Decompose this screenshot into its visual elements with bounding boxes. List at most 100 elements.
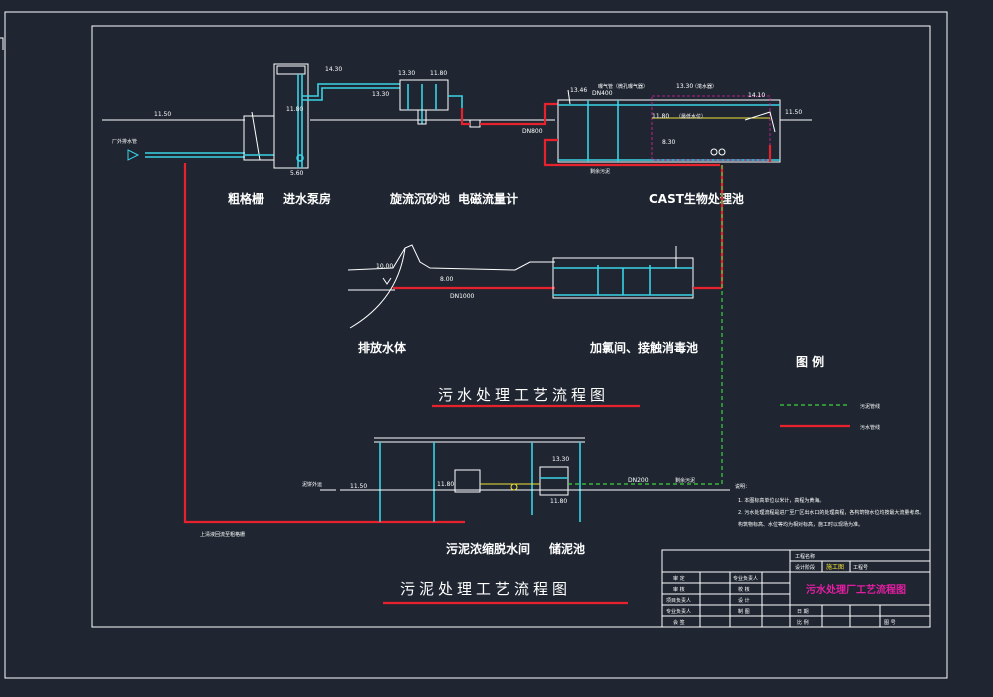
project-name-label: 工程名称	[795, 553, 815, 560]
cast-tank-label: CAST生物处理池	[649, 191, 744, 206]
elevation-sludge-tank-bottom: 11.80	[550, 498, 567, 505]
sludge-tank-label: 储泥池	[549, 541, 585, 556]
tb-row-2-a: 审 核	[673, 586, 685, 593]
sludge-cake-label: 泥饼外运	[302, 481, 322, 488]
pipe-dn800-label: DN800	[522, 128, 543, 135]
cast-leader	[567, 89, 571, 105]
notes-line-3: 构筑物标高、水位等均为相对标高，施工时以现场为准。	[738, 521, 863, 528]
tb-row-1-b: 专业负责人	[733, 575, 758, 582]
elevation-pump-bottom: 5.60	[290, 170, 304, 177]
tb-row-4-b: 制 图	[738, 608, 750, 615]
pipe-dn400-label: DN400	[592, 90, 613, 97]
inlet-arrow-icon	[127, 149, 140, 161]
river-bank	[347, 244, 555, 271]
sewage-pipe	[480, 102, 558, 126]
grit-hopper	[417, 109, 427, 125]
legend-sludge-label: 污泥管线	[860, 403, 880, 410]
tb-row-3-b: 设 计	[738, 597, 750, 604]
cast-tank-structure	[557, 99, 781, 163]
notes-title: 说明：	[735, 483, 750, 490]
tb-row-5-a: 会 签	[673, 619, 685, 626]
legend-sewage-label: 污水管线	[860, 424, 880, 431]
legend: 图 例 污泥管线 污水管线	[780, 354, 880, 431]
discharge-label: 排放水体	[358, 340, 407, 355]
design-stage-value: 施工图	[826, 563, 844, 571]
river-slope	[349, 247, 406, 329]
elevation-cast-d: 11.50	[785, 109, 802, 116]
inlet-pump-label: 进水泵房	[283, 191, 331, 206]
elevation-cast-a: 13.46	[570, 87, 587, 94]
drawing-title: 污水处理厂工艺流程图	[806, 583, 906, 596]
notes: 说明： 1. 本图标高单位以米计，高程为黄海。 2. 污水处理流程是进厂至厂区出…	[735, 483, 924, 528]
tb-row-2-b: 校 核	[738, 586, 750, 593]
sludge-pump-icon	[710, 148, 718, 156]
inlet-pipe-label: 厂外排水管	[112, 138, 137, 145]
elevation-pump-water: 13.30	[372, 91, 389, 98]
flow-meter-label: 电磁流量计	[458, 191, 518, 206]
sheet-label: 图 号	[884, 620, 896, 626]
pump-icon	[296, 154, 304, 162]
pump-discharge-pipe	[302, 83, 400, 97]
elevation-pump-top: 14.30	[325, 66, 342, 73]
project-no-label: 工程号	[853, 564, 868, 571]
notes-line-1: 1. 本图标高单位以米计，高程为黄海。	[738, 497, 824, 504]
cast-note-aeration: 曝气管（微孔曝气器）	[598, 83, 648, 90]
tb-row-3-a: 项目负责人	[666, 597, 691, 604]
inner-frame	[91, 25, 931, 628]
sewage-process-group: 厂外排水管 14.30 13.30 11.80 5.60 11.50 13.30…	[102, 63, 812, 408]
elevation-sludge-tank-top: 13.30	[552, 456, 569, 463]
inlet-pump-house-structure	[273, 63, 309, 169]
sewage-title: 污水处理工艺流程图	[438, 386, 609, 404]
elevation-grit-water: 11.80	[430, 70, 447, 77]
pipe-dn200-label: DN200	[628, 477, 649, 484]
sludge-pump-icon	[718, 148, 726, 156]
cast-note-low-level: （最低水位）	[676, 113, 706, 120]
scale-label: 比 例	[797, 619, 809, 626]
cast-note-decanter: （滗水器）	[692, 83, 717, 90]
elevation-outlet: 8.00	[440, 276, 454, 283]
elevation-cast-c: 14.10	[748, 92, 765, 99]
title-block-frame	[661, 549, 931, 628]
elevation-river: 10.00	[376, 263, 393, 270]
cast-aeration-zone	[651, 95, 771, 161]
grit-chamber-label: 旋流沉砂池	[389, 191, 450, 206]
supernatant-return-pipe	[183, 163, 465, 524]
sludge-house-label: 污泥浓缩脱水间	[446, 541, 530, 556]
tb-row-4-a: 专业负责人	[666, 608, 691, 615]
grit-outlet	[448, 95, 463, 108]
contact-tank-structure	[552, 257, 694, 299]
elevation-inlet-left: 11.50	[154, 111, 171, 118]
flow-meter-icon	[469, 119, 481, 128]
pipe-dn1000-label: DN1000	[450, 293, 475, 300]
water-level-icon	[382, 277, 392, 285]
elevation-sludge-mid: 11.80	[437, 481, 454, 488]
pump-house-roof	[276, 65, 306, 75]
elevation-cast-f: 8.30	[662, 139, 676, 146]
sludge-tank-structure	[539, 466, 569, 496]
elevation-sludge-left: 11.50	[350, 483, 367, 490]
legend-title: 图 例	[796, 354, 824, 369]
elevation-pump-mid: 11.80	[286, 106, 303, 113]
sludge-title: 污泥处理工艺流程图	[400, 580, 571, 598]
chlorine-tank-label: 加氯间、接触消毒池	[589, 340, 698, 355]
return-pipe-label: 上清液回流至粗格栅	[200, 531, 245, 538]
dewatering-unit	[454, 469, 481, 493]
elevation-grit-top: 13.30	[398, 70, 415, 77]
outer-frame	[4, 11, 948, 679]
sewage-pipe	[460, 108, 470, 126]
sludge-pipe	[568, 290, 723, 485]
cast-bottom-label: 剩余污泥	[590, 168, 610, 175]
sludge-inlet-label: 剩余污泥	[675, 477, 695, 484]
pump-discharge-pipe	[302, 87, 400, 101]
screen-bar	[251, 111, 261, 161]
sludge-valve-icon	[510, 483, 518, 491]
coarse-screen-label: 粗格栅	[228, 191, 264, 206]
sludge-process-group: 泥饼外运 11.50 11.80 13.30 11.80 DN200 剩余污泥 …	[302, 165, 730, 605]
cast-return-pipe	[543, 138, 720, 167]
date-label: 日 期	[797, 609, 809, 615]
notes-line-2: 2. 污水处理流程是进厂至厂区出水口的处理高程，各构筑物水位均按最大流量考虑。	[738, 509, 924, 516]
design-stage-label: 设计阶段	[795, 564, 815, 571]
cursor-crosshair-icon	[0, 37, 4, 50]
tb-row-1-a: 审 定	[673, 575, 685, 582]
